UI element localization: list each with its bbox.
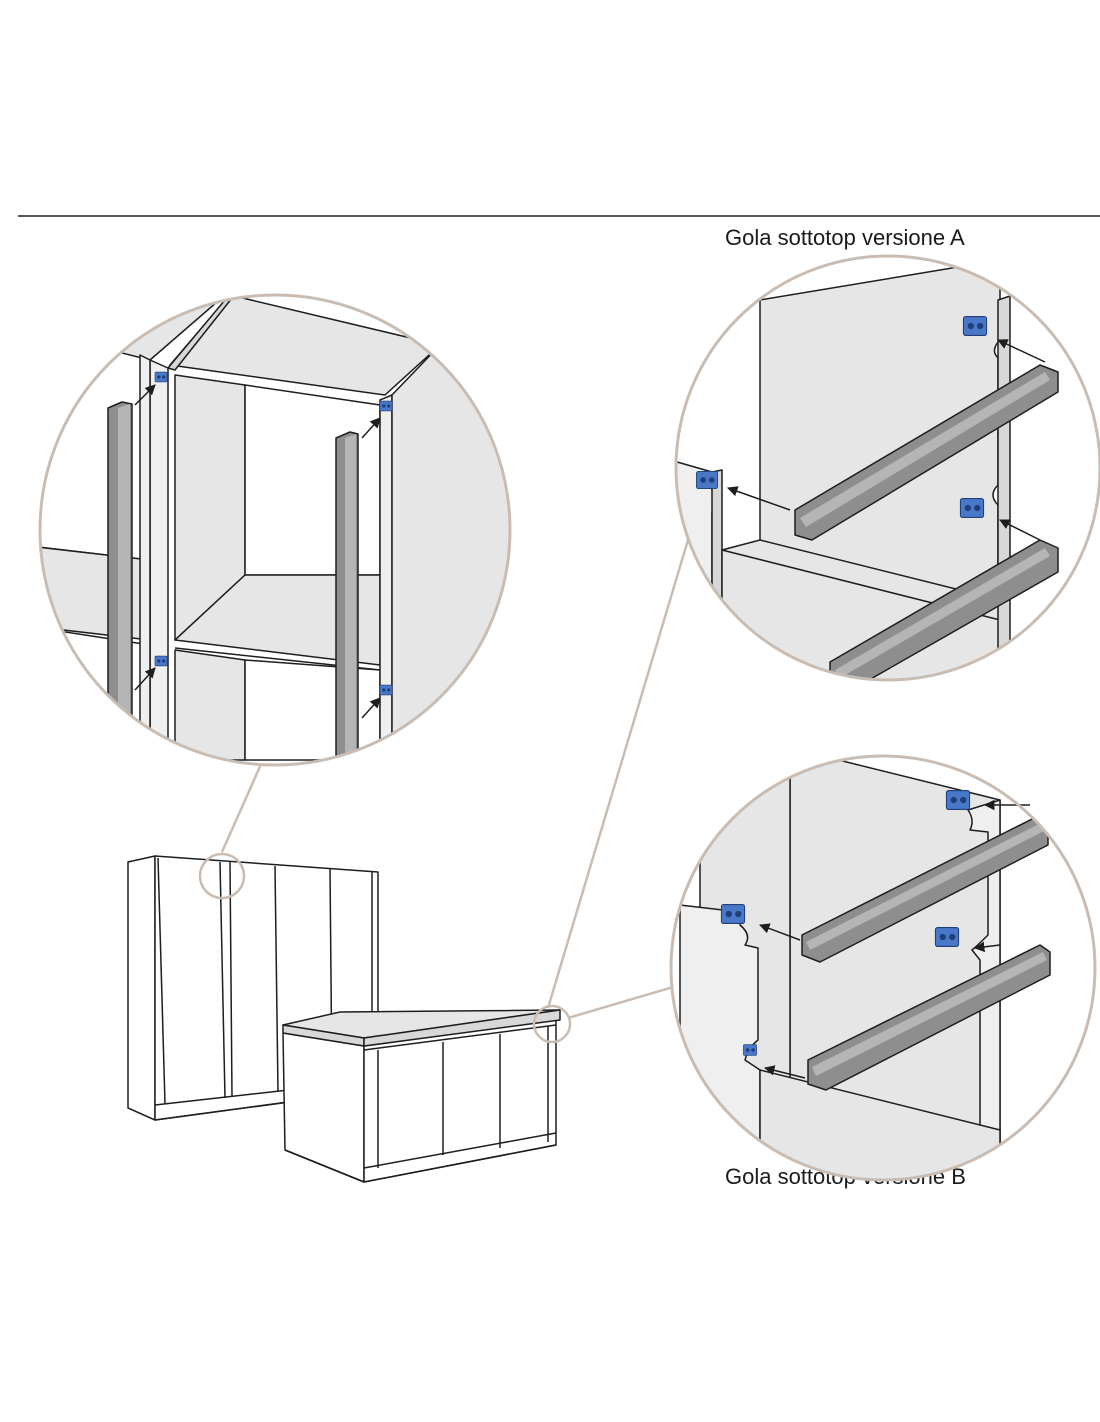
callout-ring-tall [198, 852, 246, 900]
callout-lines [220, 539, 690, 1020]
detail-circle-tall-units [38, 293, 512, 767]
arrow-icon [759, 799, 1030, 1079]
callout-ring-island [532, 1004, 572, 1044]
kitchen-overview [127, 855, 561, 1183]
arrow-icon [727, 339, 1046, 541]
caption-version-a: Gola sottotop versione A [725, 225, 965, 250]
detail-circle-version-b [669, 754, 1097, 1182]
arrow-icon [134, 384, 381, 719]
detail-circle-version-a [674, 254, 1100, 682]
